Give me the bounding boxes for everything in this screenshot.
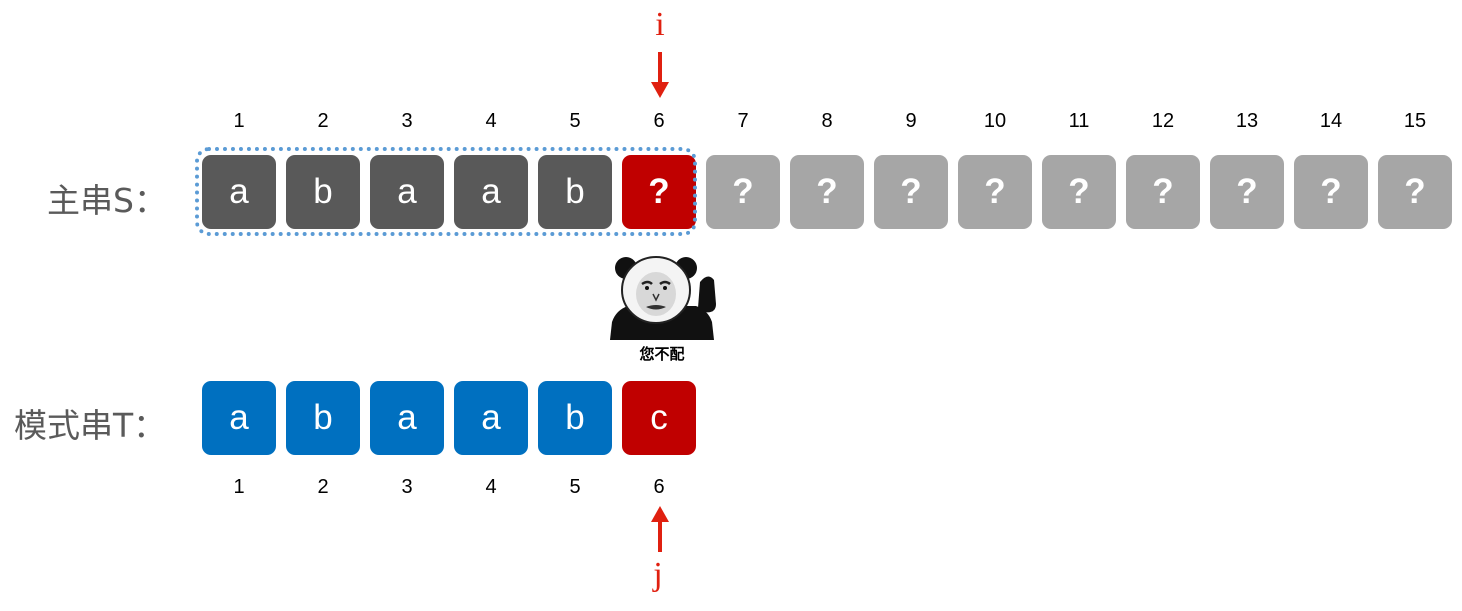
main-index: 8 [821, 110, 833, 132]
pattern-index: 6 [653, 476, 665, 498]
panda-meme-icon [610, 256, 716, 340]
pattern-cell: a [454, 381, 528, 455]
pointer-i-label: i [655, 6, 665, 43]
main-cell: a [454, 155, 528, 229]
main-index: 10 [983, 110, 1007, 132]
main-index: 14 [1319, 110, 1343, 132]
pointer-i-arrow-icon [651, 52, 669, 98]
pattern-index: 4 [485, 476, 497, 498]
main-cell-unknown: ? [706, 155, 780, 229]
meme-caption: 您不配 [639, 345, 685, 363]
main-cell-unknown: ? [1378, 155, 1452, 229]
main-index: 12 [1151, 110, 1175, 132]
pointer-j-arrow-icon [651, 506, 669, 552]
main-cell-unknown: ? [1042, 155, 1116, 229]
main-index: 2 [317, 110, 329, 132]
main-cell-unknown: ? [1126, 155, 1200, 229]
main-cell-unknown: ? [1294, 155, 1368, 229]
main-cell-unknown: ? [958, 155, 1032, 229]
main-index: 11 [1068, 110, 1090, 132]
pattern-string-label: 模式串T： [14, 406, 167, 445]
main-index: 4 [485, 110, 497, 132]
main-cell: b [538, 155, 612, 229]
main-cell-unknown: ? [1210, 155, 1284, 229]
pattern-cell: a [202, 381, 276, 455]
main-index: 15 [1403, 110, 1427, 132]
main-string-label: 主串S： [47, 181, 167, 220]
main-index: 5 [569, 110, 581, 132]
pattern-cell: a [370, 381, 444, 455]
main-cell: b [286, 155, 360, 229]
comparison-window [195, 147, 697, 236]
pattern-index: 3 [401, 476, 413, 498]
pattern-index: 2 [317, 476, 329, 498]
main-index: 9 [905, 110, 917, 132]
pattern-cell-mismatch: c [622, 381, 696, 455]
main-cell: a [202, 155, 276, 229]
pattern-cell: b [286, 381, 360, 455]
main-index: 13 [1235, 110, 1259, 132]
pattern-index: 1 [233, 476, 245, 498]
main-index: 7 [737, 110, 749, 132]
pattern-cell: b [538, 381, 612, 455]
main-cell-mismatch: ? [622, 155, 696, 229]
main-index: 6 [653, 110, 665, 132]
main-cell-unknown: ? [874, 155, 948, 229]
pointer-j-label: j [653, 556, 663, 593]
pattern-index: 5 [569, 476, 581, 498]
main-cell-unknown: ? [790, 155, 864, 229]
main-index: 3 [401, 110, 413, 132]
main-cell: a [370, 155, 444, 229]
main-index: 1 [233, 110, 245, 132]
